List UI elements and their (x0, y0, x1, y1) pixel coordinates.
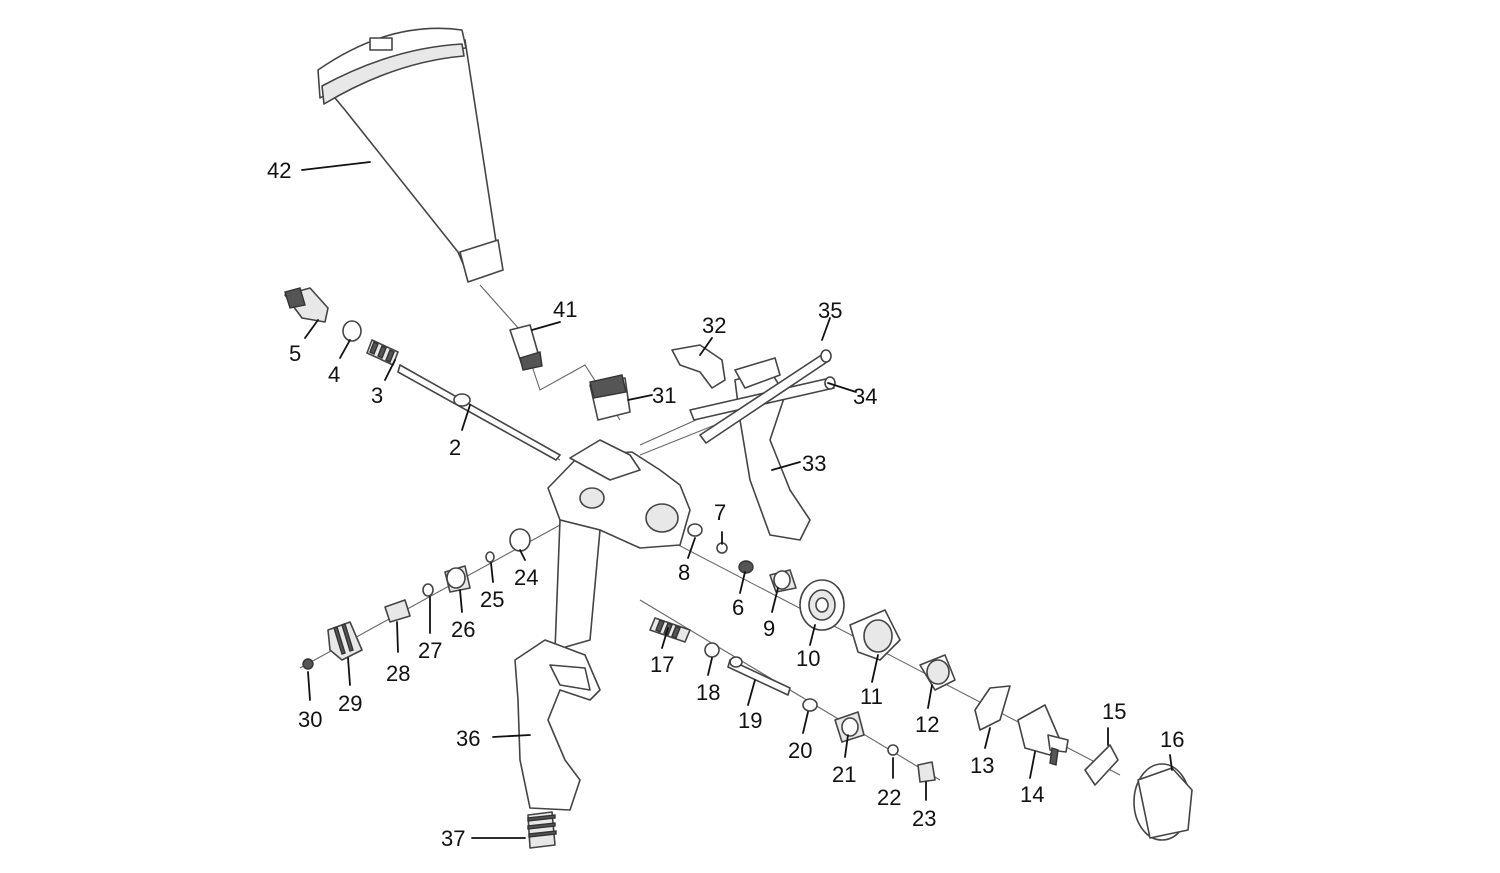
callout-15: 15 (1102, 699, 1126, 724)
ring-part-22 (887, 744, 899, 756)
callout-35: 35 (818, 298, 842, 323)
cup-part-42 (317, 27, 504, 283)
callout-21: 21 (832, 762, 856, 787)
callout-5: 5 (289, 341, 301, 366)
callout-32: 32 (702, 313, 726, 338)
callout-2: 2 (449, 435, 461, 460)
callout-4: 4 (328, 362, 340, 387)
ring-part-18 (704, 642, 720, 658)
seal-part-13 (974, 685, 1011, 731)
valve-part-28 (384, 599, 411, 623)
washer-part-15 (1084, 744, 1119, 786)
callout-10: 10 (796, 646, 820, 671)
callout-6: 6 (732, 595, 744, 620)
callout-27: 27 (418, 638, 442, 663)
ring-part-25 (485, 551, 495, 563)
spring-part-17 (649, 617, 691, 643)
trigger-guard-part-32 (671, 344, 726, 389)
spring-part-3 (366, 339, 399, 366)
air-cap-part-14 (1017, 704, 1069, 766)
callout-36: 36 (456, 726, 480, 751)
callout-11: 11 (860, 684, 883, 709)
trigger-part-33 (734, 357, 811, 541)
callout-12: 12 (915, 712, 939, 737)
head-part-11 (849, 609, 901, 661)
washer-part-4 (342, 320, 362, 342)
ring-part-12 (919, 654, 956, 691)
callout-41: 41 (553, 297, 577, 322)
callout-13: 13 (970, 753, 994, 778)
callout-42: 42 (267, 158, 291, 183)
retaining-ring-part-16 (1133, 763, 1193, 841)
callout-22: 22 (877, 785, 901, 810)
callout-26: 26 (451, 617, 475, 642)
nozzle-part-9 (769, 569, 797, 593)
washer-part-8 (687, 523, 703, 537)
bushing-part-26 (444, 565, 471, 593)
callout-18: 18 (696, 680, 720, 705)
callout-16: 16 (1160, 727, 1184, 752)
spring-part-6 (738, 560, 754, 574)
knob-part-5 (284, 287, 329, 323)
callout-8: 8 (678, 560, 690, 585)
callout-33: 33 (802, 451, 826, 476)
callout-9: 9 (763, 616, 775, 641)
gun-body (547, 439, 691, 651)
callout-17: 17 (650, 652, 674, 677)
valve-part-21 (834, 711, 865, 743)
callout-24: 24 (514, 565, 538, 590)
callout-14: 14 (1020, 782, 1044, 807)
callout-28: 28 (386, 661, 410, 686)
callout-30: 30 (298, 707, 322, 732)
callout-23: 23 (912, 806, 936, 831)
ring-part-27 (422, 583, 434, 597)
washer-part-20 (802, 698, 818, 712)
callout-25: 25 (480, 587, 504, 612)
callout-labels: 2 3 4 5 6 7 8 9 10 11 12 13 14 15 16 17 … (267, 158, 1184, 851)
baffle-part-10 (799, 579, 845, 631)
callout-34: 34 (853, 384, 877, 409)
callout-37: 37 (441, 826, 465, 851)
air-inlet-part-37 (527, 811, 557, 849)
stem-part-19 (727, 656, 791, 696)
callout-7: 7 (714, 500, 726, 525)
fitting-part-31 (589, 374, 631, 421)
nut-part-23 (917, 761, 936, 783)
screw-part-30 (302, 658, 314, 670)
pin-part-35 (699, 349, 832, 444)
needle-part-2 (397, 364, 561, 461)
callout-29: 29 (338, 691, 362, 716)
callout-19: 19 (738, 708, 762, 733)
callout-20: 20 (788, 738, 812, 763)
leader-lines (301, 161, 1173, 839)
callout-31: 31 (652, 383, 676, 408)
knob-part-29 (327, 621, 363, 661)
handle-part-36 (514, 639, 601, 811)
fitting-part-41 (509, 324, 543, 371)
gasket-part-24 (509, 528, 531, 552)
callout-3: 3 (371, 383, 383, 408)
